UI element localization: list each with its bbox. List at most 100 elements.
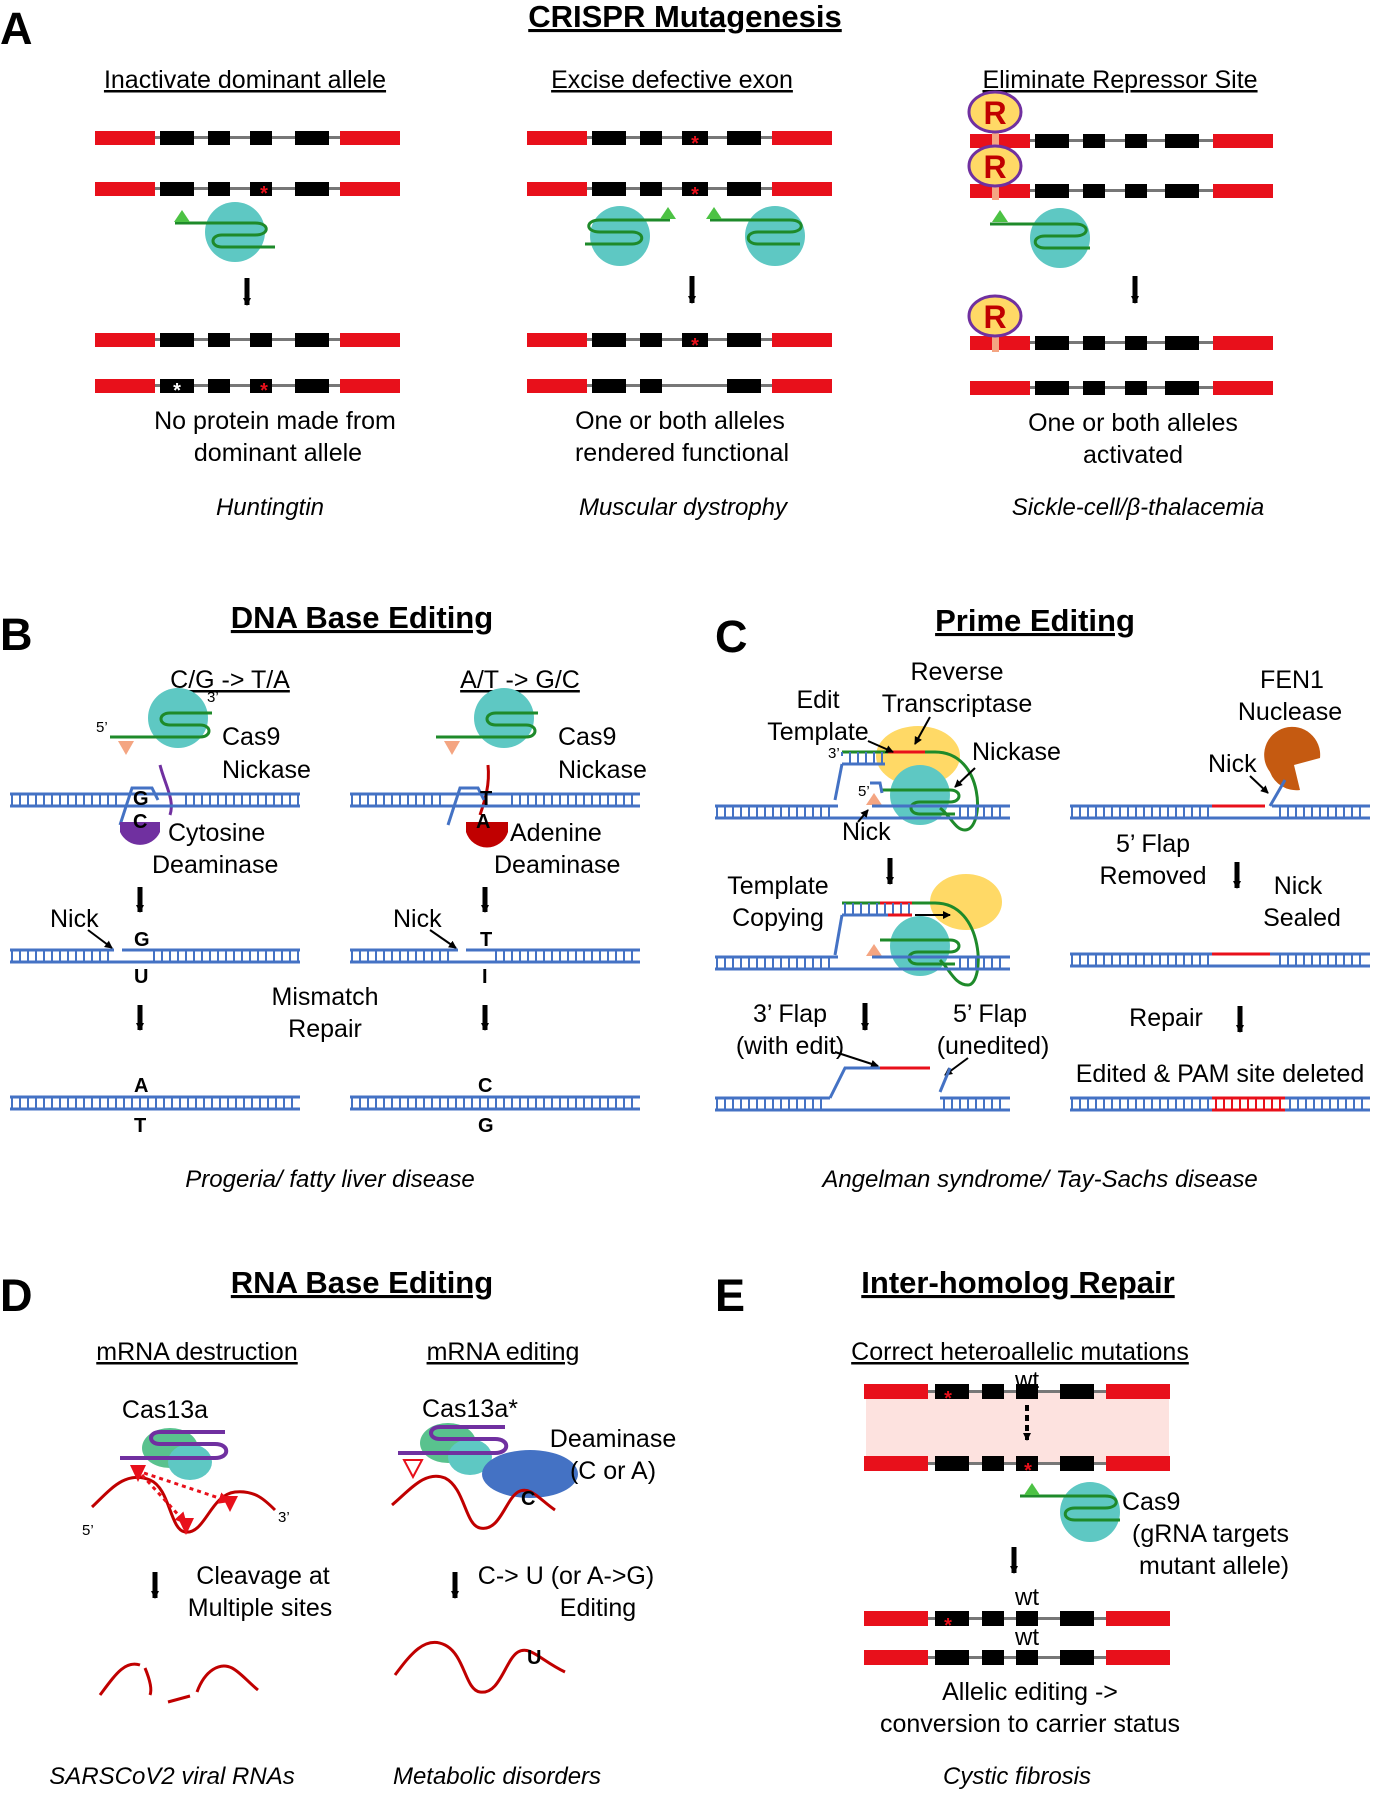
b-dna-3r: [350, 1095, 640, 1111]
nick-pointer: [87, 929, 113, 949]
mutation-star: *: [944, 1388, 952, 1410]
c-flap3-b: (with edit): [736, 1032, 844, 1060]
c-edited: Edited & PAM site deleted: [1076, 1060, 1365, 1088]
b-left-bottom-base: C: [133, 811, 147, 833]
b-right-deam1: Adenine: [510, 819, 602, 847]
c-sealed-2: Sealed: [1263, 904, 1341, 932]
d-right-edited-base: U: [527, 1647, 541, 1669]
c-removed-2: Removed: [1100, 862, 1207, 890]
b-left-nick: Nick: [50, 905, 99, 933]
panel-c: C Prime Editing Reverse Transcriptase Ed…: [715, 603, 1370, 1193]
repressor-label: R: [983, 149, 1006, 185]
a3-cas9-complex: [990, 208, 1090, 268]
panel-d: D RNA Base Editing mRNA destruction Cas1…: [0, 1265, 676, 1790]
d-right-deam2: (C or A): [570, 1457, 656, 1485]
e-cas9-complex: [1020, 1482, 1120, 1542]
d-left-subtitle: mRNA destruction: [96, 1338, 297, 1366]
e-gene-top: *: [864, 1384, 1170, 1410]
a2-gene-top: *: [527, 131, 832, 155]
a3-subtitle: Eliminate Repressor Site: [982, 66, 1257, 94]
b-right-cas2: Nickase: [558, 756, 647, 784]
edit-template-pointer: [867, 740, 894, 753]
a3-gene-result-bottom: [970, 381, 1273, 395]
e-gene-result-bottom: [864, 1650, 1170, 1665]
nick-pointer: [1249, 775, 1269, 794]
three-prime: 3’: [207, 689, 219, 706]
c-step1-editor: [833, 726, 979, 832]
nick-pointer: [857, 809, 869, 823]
d-left-cleavage-sites: [130, 1465, 238, 1535]
a1-gene-result-top: [95, 333, 400, 347]
e-outcome-1: Allelic editing ->: [942, 1678, 1118, 1706]
panel-e-label: E: [715, 1270, 745, 1321]
c-nickase: Nickase: [972, 738, 1061, 766]
mutation-star: *: [691, 133, 699, 155]
b-right-bottom-base: A: [476, 811, 490, 833]
d-right-subtitle: mRNA editing: [427, 1338, 580, 1366]
a2-subtitle: Excise defective exon: [551, 66, 793, 94]
panel-a-title: CRISPR Mutagenesis: [528, 0, 842, 34]
repressor-label: R: [983, 299, 1006, 335]
c-edit-2: Template: [767, 718, 868, 746]
d-right-step1: C-> U (or A->G): [478, 1562, 654, 1590]
c-nick-right: Nick: [1208, 750, 1257, 778]
flap3-pointer: [834, 1051, 879, 1068]
mutation-star: *: [944, 1615, 952, 1637]
e-wt-2: wt: [1014, 1584, 1039, 1611]
mutation-star: *: [260, 380, 268, 402]
c-sealed-1: Nick: [1274, 872, 1323, 900]
five-prime: 5’: [96, 719, 108, 736]
d-right-edited-mrna: [393, 1640, 566, 1694]
panel-c-label: C: [715, 611, 748, 662]
cytosine-deaminase-shape: [120, 822, 160, 845]
a3-gene-result-top: R: [967, 294, 1273, 352]
c-rt-1: Reverse: [910, 658, 1003, 686]
a2-outcome-2: rendered functional: [575, 439, 789, 467]
c-rt-2: Transcriptase: [882, 690, 1033, 718]
nickase-pointer: [954, 767, 976, 788]
d-right-deam1: Deaminase: [550, 1425, 676, 1453]
pam-triangle: [174, 210, 190, 222]
a3-gene-second: R: [967, 144, 1273, 200]
a2-cas9-left: [585, 206, 676, 266]
cas9-shape: [205, 202, 265, 262]
a1-cas9-complex: [174, 202, 275, 262]
b-left-deam1: Cytosine: [168, 819, 265, 847]
a2-outcome-1: One or both alleles: [575, 407, 785, 435]
b-dna-1r: [350, 792, 640, 808]
c-tc-2: Copying: [732, 904, 824, 932]
c-three-prime: 3’: [828, 745, 840, 762]
b-right-deam2: Deaminase: [494, 851, 620, 879]
b-left-top-base: G: [133, 788, 149, 810]
e-outcome-2: conversion to carrier status: [880, 1710, 1180, 1738]
b-left-mid-top: G: [134, 929, 150, 951]
b-disease: Progeria/ fatty liver disease: [185, 1166, 474, 1193]
a1-disease: Huntingtin: [216, 494, 324, 521]
reverse-transcriptase-shape: [876, 726, 960, 786]
c-disease: Angelman syndrome/ Tay-Sachs disease: [820, 1166, 1257, 1193]
b-right-final-top: C: [478, 1075, 492, 1097]
b-left-subtitle: C/G -> T/A: [170, 666, 290, 694]
d-left-five: 5’: [82, 1522, 94, 1539]
panel-e: E Inter-homolog Repair Correct heteroall…: [715, 1265, 1289, 1790]
b-right-mid-top: T: [480, 929, 492, 951]
e-homolog-band: [866, 1392, 1169, 1464]
d-left-disease: SARSCoV2 viral RNAs: [49, 1763, 294, 1790]
panel-a-label: A: [0, 3, 33, 54]
e-cas-2: (gRNA targets: [1132, 1520, 1289, 1548]
d-right-cas: Cas13a*: [422, 1395, 518, 1423]
d-left-fragments: [98, 1662, 259, 1704]
b-right-subtitle: A/T -> G/C: [460, 666, 580, 694]
adenine-deaminase-shape: [466, 822, 508, 848]
a2-gene-result-top: *: [527, 333, 832, 357]
c-edit-1: Edit: [796, 686, 839, 714]
b-right-top-base: T: [480, 788, 492, 810]
b-right-editor: [436, 688, 538, 848]
panel-e-title: Inter-homolog Repair: [861, 1265, 1174, 1300]
c-fen1: FEN1: [1260, 666, 1324, 694]
b-dna-1l: [10, 792, 300, 808]
d-left-three: 3’: [278, 1509, 290, 1526]
repressor-shape: [967, 90, 1023, 134]
panel-d-label: D: [0, 1270, 33, 1321]
a2-cas9-right: [706, 206, 805, 266]
